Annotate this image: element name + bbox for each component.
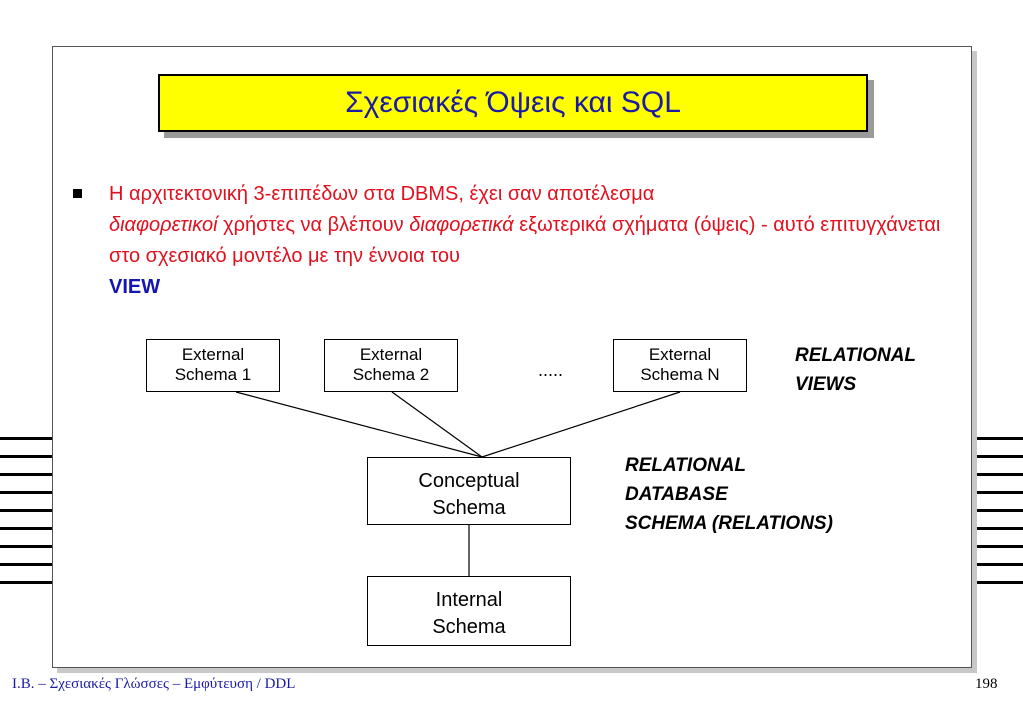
slide-title: Σχεσιακές Όψεις και SQL: [345, 86, 681, 119]
internal-schema-box: Internal Schema: [367, 576, 571, 646]
conceptual-line1: Conceptual: [418, 470, 520, 492]
relational-views-label: RELATIONAL VIEWS: [795, 341, 916, 399]
external2-line1: External: [359, 345, 423, 364]
internal-line2: Schema: [432, 616, 506, 638]
externalN-line2: Schema N: [640, 365, 720, 384]
bullet-part3: εξωτερικά σχήματα (όψεις) - αυτό επιτυγχ…: [109, 214, 941, 267]
external1-line1: External: [181, 345, 245, 364]
left-decoration-lines: [0, 437, 52, 599]
external-schema-1-box: External Schema 1: [146, 339, 280, 392]
views-line1: RELATIONAL: [795, 345, 917, 366]
internal-line1: Internal: [435, 589, 503, 611]
schema-line2: DATABASE: [625, 484, 728, 505]
ellipsis-dots: .....: [538, 360, 564, 380]
right-decoration-lines: [972, 437, 1023, 599]
external-schema-2-box: External Schema 2: [324, 339, 458, 392]
connector-external1: [235, 391, 483, 458]
bullet-italic2: διαφορετικά: [409, 214, 514, 236]
footer-course-title: I.B. – Σχεσιακές Γλώσσες – Εμφύτευση / D…: [12, 676, 296, 692]
bullet-part2: χρήστες να βλέπουν: [217, 214, 410, 236]
bullet-square-icon: [73, 189, 82, 198]
conceptual-line2: Schema: [432, 497, 506, 519]
footer-page-number: 198: [975, 676, 998, 692]
external2-line2: Schema 2: [352, 365, 430, 384]
connector-external2: [391, 391, 483, 458]
connector-externalN: [481, 391, 681, 458]
externalN-line1: External: [648, 345, 712, 364]
bullet-keyword: VIEW: [109, 276, 161, 298]
external-schema-n-box: External Schema N: [613, 339, 747, 392]
schema-line3: SCHEMA (RELATIONS): [625, 513, 833, 534]
relational-schema-label: RELATIONAL DATABASE SCHEMA (RELATIONS): [625, 451, 833, 538]
schema-line1: RELATIONAL: [625, 455, 747, 476]
bullet-part1: Η αρχιτεκτονική 3-επιπέδων στα DBMS, έχε…: [109, 183, 655, 205]
bullet-text: Η αρχιτεκτονική 3-επιπέδων στα DBMS, έχε…: [109, 179, 949, 303]
external1-line2: Schema 1: [174, 365, 252, 384]
bullet-italic1: διαφορετικοί: [109, 214, 218, 236]
title-box: Σχεσιακές Όψεις και SQL: [158, 74, 868, 132]
conceptual-schema-box: Conceptual Schema: [367, 457, 571, 525]
views-line2: VIEWS: [795, 374, 857, 395]
